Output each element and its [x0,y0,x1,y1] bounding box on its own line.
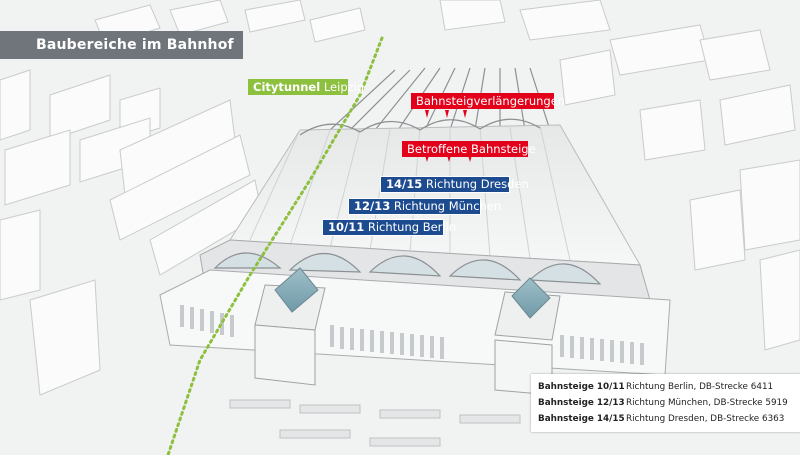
page-title: Baubereiche im Bahnhof [0,31,243,59]
legend-direction: Richtung Berlin, DB-Strecke 6411 [626,382,774,392]
platform-14-15-direction: Richtung Dresden [422,177,529,191]
platform-14-15-label: 14/15 Richtung Dresden [380,176,529,193]
citytunnel-line [166,36,384,455]
tower-left [254,267,326,386]
platform-10-11-number: 10/11 [328,220,365,234]
surrounding-buildings [0,0,800,396]
platform-10-11-direction: Richtung Berlin [364,220,457,234]
legend-platform: Bahnsteige 12/13 [538,398,625,408]
platform-12-13-label: 12/13 Richtung München [348,198,501,215]
platform-14-15-number: 14/15 [386,177,423,191]
legend-platform: Bahnsteige 14/15 [538,414,625,424]
platform-10-11-label: 10/11 Richtung Berlin [322,219,456,236]
legend-box: Bahnsteige 10/11 Richtung Berlin, DB-Str… [531,374,800,432]
affected-platforms-label: Betroffene Bahnsteige [402,141,536,157]
citytunnel-label: Citytunnel Leipzig [248,79,364,95]
citytunnel-label-rest: Leipzig [320,80,365,94]
platform-12-13-direction: Richtung München [390,199,502,213]
platform-extensions-label: Bahnsteigverlängerungen [411,93,565,109]
platform-12-13-number: 12/13 [354,199,391,213]
legend-platform: Bahnsteige 10/11 [538,382,625,392]
legend-direction: Richtung München, DB-Strecke 5919 [626,398,788,408]
legend-row: Bahnsteige 12/13 Richtung München, DB-St… [538,395,797,411]
citytunnel-label-bold: Citytunnel [253,80,321,94]
legend-row: Bahnsteige 10/11 Richtung Berlin, DB-Str… [538,379,797,395]
legend-row: Bahnsteige 14/15 Richtung Dresden, DB-St… [538,411,797,427]
legend-direction: Richtung Dresden, DB-Strecke 6363 [626,414,785,424]
tower-right [494,277,561,396]
